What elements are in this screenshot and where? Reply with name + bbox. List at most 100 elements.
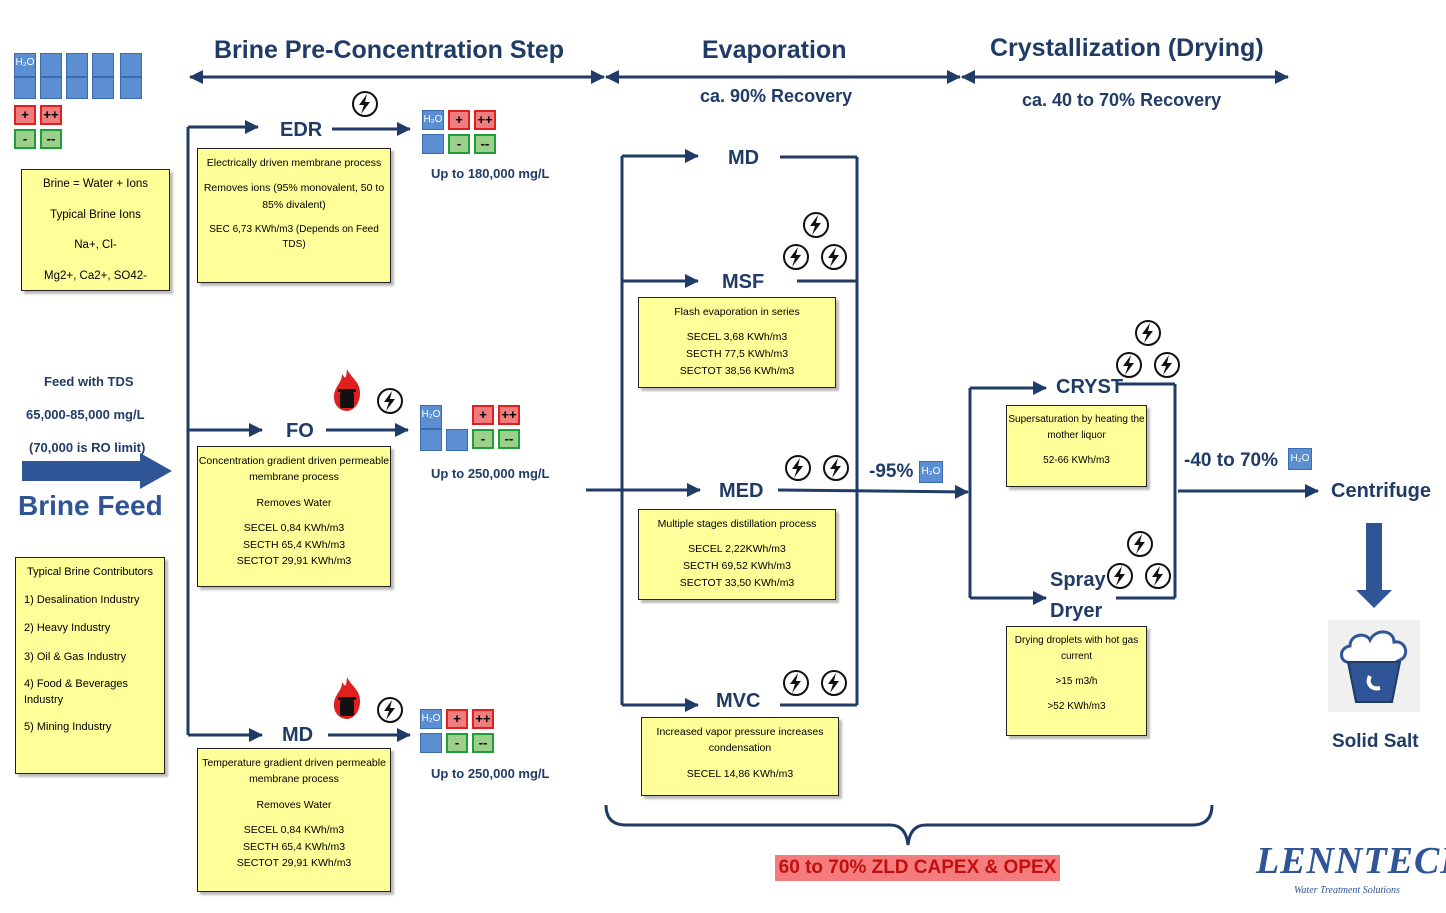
monovalent-cation-icon: + <box>472 405 494 425</box>
crystallization-water-removal: -40 to 70% <box>1184 450 1278 471</box>
msf-description: Flash evaporation in series <box>674 306 800 318</box>
cryst-label: CRYST <box>1056 376 1124 398</box>
monovalent-cation-icon: + <box>448 110 470 130</box>
electricity-icon <box>1127 531 1153 557</box>
cryst-description-box: Supersaturation by heating the mother li… <box>1006 405 1147 487</box>
spray-label: Spray <box>1050 569 1106 591</box>
med-description-box: Multiple stages distillation process SEC… <box>638 509 836 600</box>
contributors-title: Typical Brine Contributors <box>27 566 153 578</box>
monovalent-cation-icon: + <box>446 709 468 729</box>
md-pre-concentration: Up to 250,000 mg/L <box>431 766 550 781</box>
water-cell <box>120 53 142 77</box>
feed-tds-label: Feed with TDS <box>44 374 134 389</box>
edr-description-box: Electrically driven membrane process Rem… <box>197 148 391 283</box>
msf-sec-tot: SECTOT 38,56 KWh/m3 <box>679 364 795 377</box>
contributor-item: 1) Desalination Industry <box>24 593 140 606</box>
evaporation-water-removal: -95% <box>869 461 914 482</box>
monovalent-anion-icon: - <box>448 134 470 154</box>
md-pre-sec-tot: SECTOT 29,91 KWh/m3 <box>236 857 352 870</box>
divalent-anion-icon: -- <box>498 429 520 449</box>
msf-sec-el: SECEL 3,68 KWh/m3 <box>686 331 788 344</box>
electricity-icon <box>1154 352 1180 378</box>
monovalent-ions: Na+, Cl- <box>74 239 117 251</box>
edr-description: Electrically driven membrane process <box>206 157 382 169</box>
solid-salt-icon <box>1328 620 1420 712</box>
spray-dryer-description-box: Drying droplets with hot gas current >15… <box>1006 626 1147 736</box>
lenntech-tagline: Water Treatment Solutions <box>1294 885 1400 896</box>
feed-ro-limit: (70,000 is RO limit) <box>29 440 146 455</box>
med-description: Multiple stages distillation process <box>657 518 817 530</box>
solid-salt-label: Solid Salt <box>1332 731 1419 752</box>
divalent-ions: Mg2+, Ca2+, SO42- <box>44 269 147 282</box>
thermal-energy-icon <box>333 677 361 719</box>
electricity-icon <box>377 697 403 723</box>
water-cell <box>40 53 62 77</box>
monovalent-anion-icon: - <box>14 129 36 149</box>
divalent-cation-icon: ++ <box>474 110 496 130</box>
electricity-icon <box>377 388 403 414</box>
contributor-item: 4) Food & Beverages Industry <box>24 678 128 706</box>
header-pre-concentration: Brine Pre-Concentration Step <box>214 36 565 64</box>
brine-definition: Brine = Water + Ions <box>42 178 149 190</box>
header-crystallization: Crystallization (Drying) <box>990 34 1264 62</box>
divalent-cation-icon: ++ <box>40 105 62 125</box>
md-pre-removal: Removes Water <box>256 798 332 811</box>
divalent-anion-icon: -- <box>472 733 494 753</box>
electricity-icon <box>1107 563 1133 589</box>
edr-removal: Removes ions (95% monovalent, 50 to 85% … <box>203 182 385 211</box>
cryst-sec: 52-66 KWh/m3 <box>1043 455 1110 466</box>
electricity-icon <box>1116 352 1142 378</box>
mvc-label: MVC <box>716 690 761 712</box>
fo-label: FO <box>286 420 314 442</box>
centrifuge-label: Centrifuge <box>1331 480 1431 502</box>
electricity-icon <box>783 670 809 696</box>
electricity-icon <box>821 244 847 270</box>
electricity-icon <box>803 212 829 238</box>
med-sec-el: SECEL 2,22KWh/m3 <box>688 543 786 556</box>
md-evap-label: MD <box>728 147 760 169</box>
brine-feed-title: Brine Feed <box>18 490 163 521</box>
water-cell <box>422 134 444 154</box>
zld-cost-banner: 60 to 70% ZLD CAPEX & OPEX <box>775 855 1060 881</box>
feed-tds-range: 65,000-85,000 mg/L <box>26 407 145 422</box>
monovalent-cation-icon: + <box>14 105 36 125</box>
water-molecule-icon: H₂O <box>1288 448 1312 470</box>
cryst-description: Supersaturation by heating the mother li… <box>1008 414 1145 441</box>
spray-dryer-sec: >52 KWh/m3 <box>1047 700 1106 712</box>
water-cell <box>14 77 36 99</box>
fo-description: Concentration gradient driven permeable … <box>198 455 390 484</box>
monovalent-anion-icon: - <box>446 733 468 753</box>
typical-ions-title: Typical Brine Ions <box>50 208 141 221</box>
md-pre-description-box: Temperature gradient driven permeable me… <box>197 748 391 892</box>
contributor-item: 2) Heavy Industry <box>24 622 111 635</box>
brine-contributors-box: Typical Brine Contributors 1) Desalinati… <box>15 557 165 774</box>
water-molecule-icon: H₂O <box>420 405 442 429</box>
mvc-description-box: Increased vapor pressure increases conde… <box>641 717 839 796</box>
msf-sec-th: SECTH 77,5 KWh/m3 <box>685 348 789 361</box>
spray-dryer-description: Drying droplets with hot gas current <box>1014 635 1139 662</box>
water-cell <box>446 429 468 451</box>
water-cell <box>40 77 62 99</box>
electricity-icon <box>1135 320 1161 346</box>
electricity-icon <box>352 91 378 117</box>
med-sec-th: SECTH 69,52 KWh/m3 <box>683 560 791 573</box>
brine-composition-box: Brine = Water + Ions Typical Brine Ions … <box>21 169 170 291</box>
edr-concentration: Up to 180,000 mg/L <box>431 166 550 181</box>
divalent-cation-icon: ++ <box>472 709 494 729</box>
water-molecule-icon: H₂O <box>422 110 444 130</box>
edr-label: EDR <box>280 119 323 141</box>
msf-label: MSF <box>722 271 765 293</box>
header-evaporation: Evaporation <box>702 36 847 64</box>
water-cell <box>92 53 114 77</box>
contributor-item: 3) Oil & Gas Industry <box>24 650 127 663</box>
water-molecule-icon: H₂O <box>14 53 36 77</box>
water-cell <box>420 733 442 753</box>
water-cell <box>120 77 142 99</box>
md-pre-sec-th: SECTH 65,4 KWh/m3 <box>242 840 346 853</box>
monovalent-anion-icon: - <box>472 429 494 449</box>
contributor-item: 5) Mining Industry <box>24 721 112 734</box>
thermal-energy-icon <box>333 369 361 411</box>
electricity-icon <box>785 455 811 481</box>
water-cell <box>66 53 88 77</box>
